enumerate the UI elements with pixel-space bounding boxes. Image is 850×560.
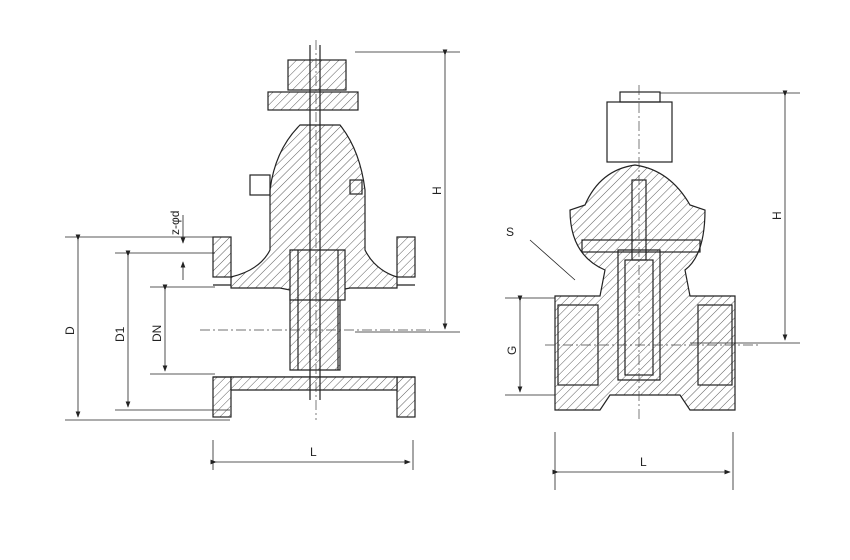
right-flange-top [396, 236, 416, 278]
label-H-right: H [770, 211, 784, 220]
flanged-valve [200, 40, 430, 420]
label-G: G [505, 346, 519, 355]
label-D: D [63, 326, 77, 335]
label-L-right: L [640, 455, 647, 469]
left-flange-bottom [212, 376, 232, 418]
left-dimensions: D D1 DN z-φd H L [63, 49, 460, 470]
label-S: S [506, 225, 514, 239]
label-H-left: H [430, 186, 444, 195]
label-DN: DN [150, 325, 164, 342]
label-z-phi-d: z-φd [168, 211, 182, 235]
threaded-valve [545, 85, 760, 420]
right-dimensions: S G H L [505, 90, 800, 490]
label-L-left: L [310, 445, 317, 459]
label-D1: D1 [113, 326, 127, 342]
right-flange-bottom [396, 376, 416, 418]
left-flange-top [212, 236, 232, 278]
